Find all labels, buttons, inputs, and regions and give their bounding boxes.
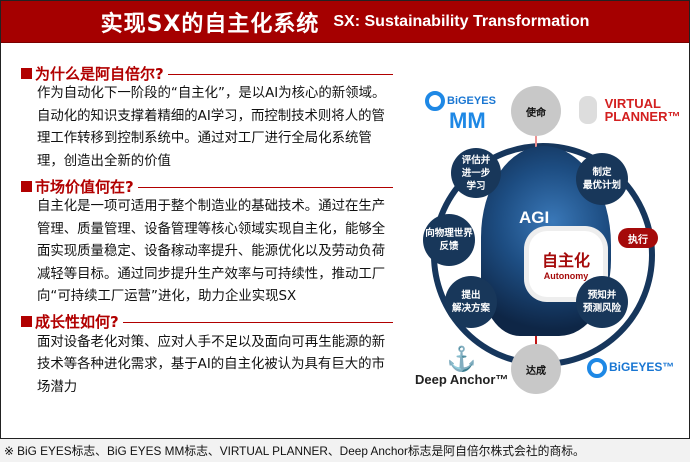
execute-pill: 执行 [618, 228, 658, 248]
text-column: 为什么是阿自倍尔? 作为自动化下一阶段的“自主化”，是以AI为核心的新领域。自动… [21, 63, 393, 402]
title-bar: 实现SX的自主化系统 SX: Sustainability Transforma… [1, 1, 689, 43]
node-learn: 评估并 进一步 学习 [451, 148, 501, 198]
autonomy-cycle-diagram: AGI 自主化 Autonomy 使命 达成 制定 最优计划 执行 预知并 预测… [411, 76, 690, 421]
section-text: 面对设备老化对策、应对人手不足以及面向可再生能源的新技术等各种进化需求，基于AI… [37, 334, 386, 395]
mission-circle: 使命 [511, 86, 561, 136]
bigeyes-circle-icon [587, 358, 607, 378]
section-market: 市场价值何在? 自主化是一项可适用于整个制造业的基础技术。通过在生产管理、质量管… [21, 176, 393, 309]
bigeyes-mm-logo: BiGEYES MM [425, 91, 496, 132]
trademark-footnote: ※ BiG EYES标志、BiG EYES MM标志、VIRTUAL PLANN… [4, 444, 585, 458]
divider [122, 322, 393, 323]
bigeyes-circle-icon [425, 91, 445, 111]
node-solution: 提出 解决方案 [445, 276, 497, 328]
agi-label: AGI [519, 208, 550, 227]
node-feedback: 向物理世界 反馈 [423, 214, 475, 266]
anchor-icon: ⚓ [446, 346, 477, 373]
square-bullet-icon [21, 67, 32, 79]
bigeyes-logo: BiGEYES™ [587, 358, 674, 378]
divider [167, 73, 393, 75]
section-heading: 为什么是阿自倍尔? [35, 64, 164, 83]
autonomy-gear: 自主化 Autonomy [529, 231, 603, 297]
section-why: 为什么是阿自倍尔? 作为自动化下一阶段的“自主化”，是以AI为核心的新领域。自动… [21, 63, 393, 173]
page-title: 实现SX的自主化系统 [100, 11, 320, 37]
achieve-circle: 达成 [511, 344, 561, 394]
section-heading: 成长性如何? [35, 313, 119, 331]
section-text: 作为自动化下一阶段的“自主化”，是以AI为核心的新领域。自动化的知识支撑着精细的… [37, 86, 386, 169]
square-bullet-icon [21, 316, 32, 327]
page-subtitle: SX: Sustainability Transformation [333, 12, 590, 30]
section-growth: 成长性如何? 面对设备老化对策、应对人手不足以及面向可再生能源的新技术等各种进化… [21, 312, 393, 400]
square-bullet-icon [21, 180, 32, 192]
deep-anchor-logo: ⚓ Deep Anchor™ [415, 346, 509, 388]
section-heading: 市场价值何在? [35, 177, 134, 196]
node-predict: 预知并 预测风险 [576, 276, 628, 328]
node-plan: 制定 最优计划 [576, 153, 628, 205]
divider [137, 186, 393, 188]
robot-icon [579, 96, 597, 124]
section-text: 自主化是一项可适用于整个制造业的基础技术。通过在生产管理、质量管理、设备管理等核… [37, 199, 386, 304]
main-panel: 实现SX的自主化系统 SX: Sustainability Transforma… [0, 0, 690, 439]
